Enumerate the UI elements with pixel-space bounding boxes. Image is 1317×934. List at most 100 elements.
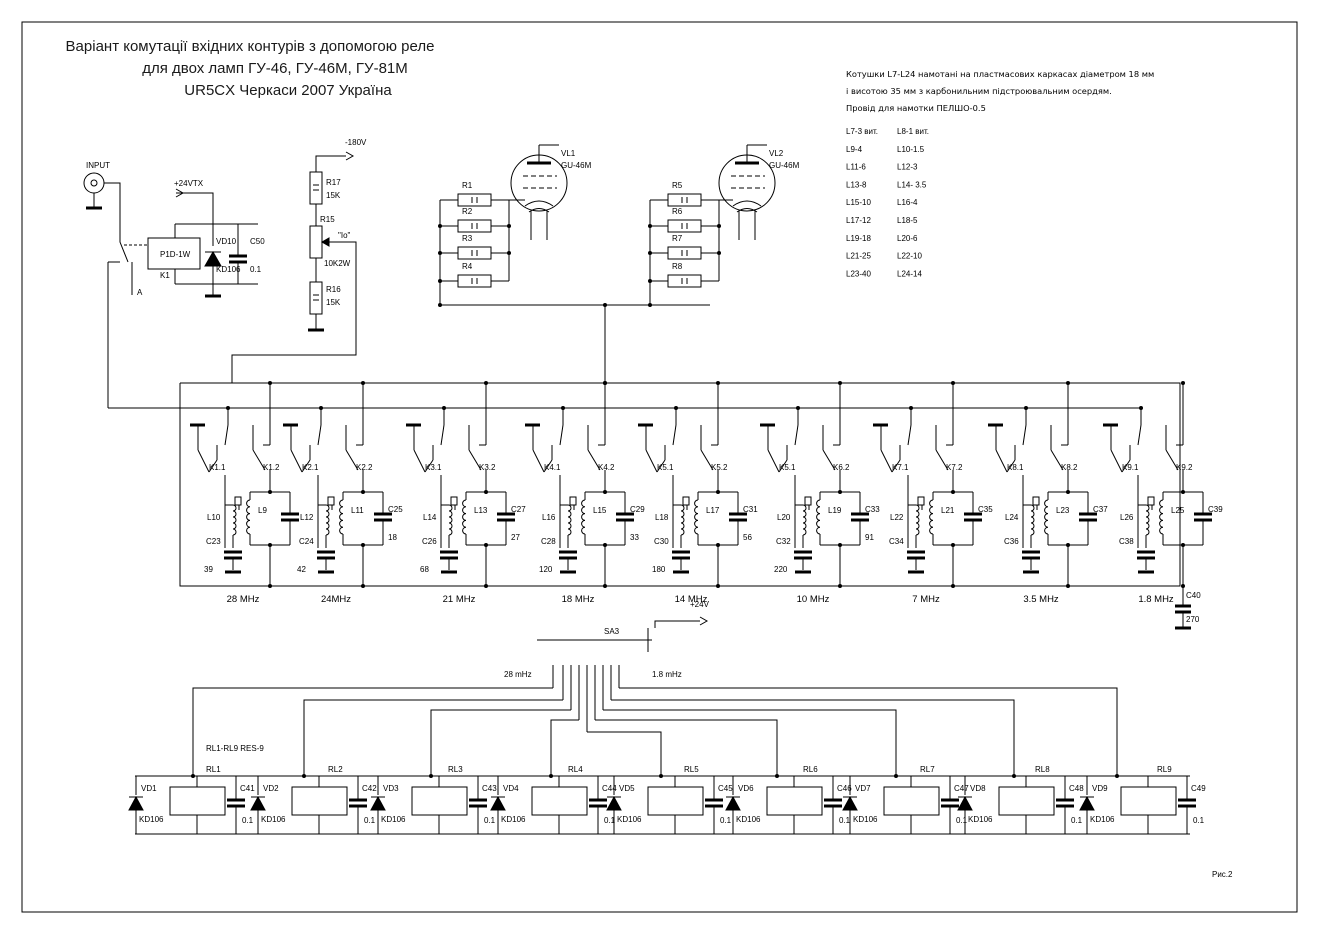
c50-val: 0.1 <box>250 265 262 274</box>
band-parallel-cap-val: 18 <box>388 533 397 542</box>
relay-ref: RL6 <box>803 765 818 774</box>
junction-dot <box>716 381 720 385</box>
band-coupling-coil: L24 <box>1005 513 1019 522</box>
coil-winding <box>816 499 821 535</box>
band-k2-label: K5.2 <box>711 463 728 472</box>
cap-val: 0.1 <box>839 816 851 825</box>
coil-spec-left: L13-8 <box>846 180 867 189</box>
diode-ref: VD6 <box>738 784 754 793</box>
junction-dot <box>319 406 323 410</box>
tube-cathode <box>524 200 554 207</box>
junction-dot <box>561 406 565 410</box>
switch-ref: SA3 <box>604 627 620 636</box>
wire <box>891 459 901 473</box>
tube-heater <box>736 208 758 213</box>
band-main-coil: L23 <box>1056 506 1070 515</box>
band-series-cap-val: 42 <box>297 565 306 574</box>
wire <box>907 424 912 446</box>
diode-body <box>370 795 386 811</box>
tube-cathode <box>732 200 762 207</box>
wire <box>440 424 445 446</box>
relay-ref: RL3 <box>448 765 463 774</box>
wire <box>1050 449 1064 471</box>
band-main-coil: L19 <box>828 506 842 515</box>
junction-dot <box>603 543 607 547</box>
band-k2-label: K6.2 <box>833 463 850 472</box>
diode-type: KD106 <box>968 815 993 824</box>
figure-label: Рис.2 <box>1212 870 1233 879</box>
input-label: INPUT <box>86 161 110 170</box>
coil-core <box>1032 496 1040 506</box>
band-label: 10 MHz <box>797 594 830 605</box>
cap-val: 0.1 <box>1193 816 1205 825</box>
wire <box>559 424 564 446</box>
diode-body <box>1079 795 1095 811</box>
junction-dot <box>484 490 488 494</box>
coil-core <box>1147 496 1155 506</box>
resistor-ref: R8 <box>672 262 683 271</box>
band-label: 14 MHz <box>675 594 708 605</box>
wire <box>550 719 579 776</box>
band-series-cap: C32 <box>776 537 791 546</box>
input-section: INPUT A +24VTX P1D-1W K1 VD10 KD106 C50 … <box>83 161 265 408</box>
junction-dot <box>1066 381 1070 385</box>
supply-24vtx: +24VTX <box>174 179 204 188</box>
junction-dot <box>484 584 488 588</box>
band-k2-label: K7.2 <box>946 463 963 472</box>
junction-dot <box>716 543 720 547</box>
band-main-coil: L13 <box>474 506 488 515</box>
diode-ref: VD7 <box>855 784 871 793</box>
diode-body <box>957 795 973 811</box>
relay-ref: RL9 <box>1157 765 1172 774</box>
band-parallel-cap-val: 56 <box>743 533 752 542</box>
cap-val: 0.1 <box>484 816 496 825</box>
coil-core <box>234 496 242 506</box>
coil-spec-left: L17-12 <box>846 216 871 225</box>
resistor <box>667 274 702 288</box>
band-coupling-coil: L12 <box>300 513 314 522</box>
diode-body <box>725 795 741 811</box>
wire <box>468 449 482 471</box>
junction-dot <box>1066 543 1070 547</box>
cap-ref: C43 <box>482 784 497 793</box>
coil-core <box>327 496 335 506</box>
tube-type: GU-46M <box>769 161 800 170</box>
resistor-ref: R4 <box>462 262 473 271</box>
junction-dot <box>1066 490 1070 494</box>
tube-heater <box>528 208 550 213</box>
c40: C40 270 <box>1175 586 1201 630</box>
relay-coil <box>883 786 940 816</box>
band-parallel-cap: C25 <box>388 505 403 514</box>
band-series-cap: C26 <box>422 537 437 546</box>
diode-ref: VD5 <box>619 784 635 793</box>
junction-dot <box>951 584 955 588</box>
band-series-cap: C30 <box>654 537 669 546</box>
cap-ref: C41 <box>240 784 255 793</box>
band-k1-label: K5.1 <box>779 463 796 472</box>
band-coupling-coil: L26 <box>1120 513 1134 522</box>
r17-val: 15K <box>326 191 341 200</box>
band-main-coil: L9 <box>258 506 267 515</box>
band-label: 3.5 MHz <box>1023 594 1059 605</box>
c40-ref: C40 <box>1186 591 1201 600</box>
diode-type: KD106 <box>617 815 642 824</box>
band-parallel-cap: C37 <box>1093 505 1108 514</box>
wire <box>197 449 210 473</box>
band-series-cap: C34 <box>889 537 904 546</box>
relay-coil <box>766 786 823 816</box>
band-series-cap: C36 <box>1004 537 1019 546</box>
band-coupling-coil: L14 <box>423 513 437 522</box>
relay-coil <box>647 786 704 816</box>
relay-coil <box>531 786 588 816</box>
coil-spec-left: L21-25 <box>846 252 871 261</box>
band-k1-label: K2.1 <box>302 463 319 472</box>
wire <box>1022 424 1027 446</box>
junction-dot <box>674 406 678 410</box>
wire <box>179 382 1181 587</box>
